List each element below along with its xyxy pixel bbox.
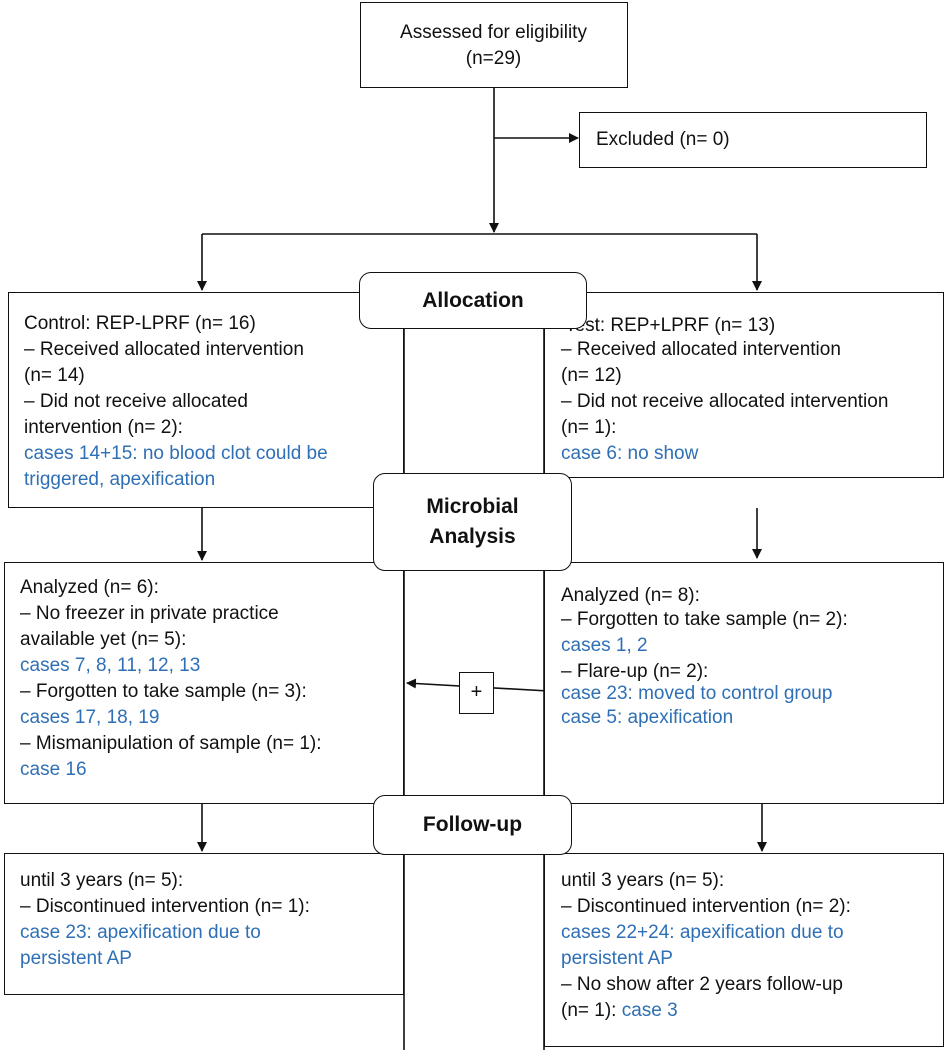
transfer-plus-symbol: + xyxy=(470,681,483,703)
control-allocation-line5: intervention (n= 2): xyxy=(24,417,183,438)
control-analysis-line3: available yet (n= 5): xyxy=(20,629,187,650)
assessed-line1: Assessed for eligibility xyxy=(400,22,587,43)
control-followup-box: until 3 years (n= 5): – Discontinued int… xyxy=(4,853,404,995)
test-allocation-line3: (n= 12) xyxy=(561,365,622,386)
control-analysis-line2: – No freezer in private practice xyxy=(20,603,279,624)
test-followup-line6: (n= 1): case 3 xyxy=(561,998,678,1024)
test-analysis-line4: – Flare-up (n= 2): xyxy=(561,661,709,682)
assessed-box: Assessed for eligibility (n=29) xyxy=(360,2,628,88)
control-followup-line1: until 3 years (n= 5): xyxy=(20,870,184,891)
microbial-analysis-stage-label: Microbial Analysis xyxy=(373,473,572,571)
allocation-stage-text: Allocation xyxy=(422,288,524,312)
control-allocation-box: Control: REP-LPRF (n= 16) – Received all… xyxy=(8,292,404,508)
test-followup-line2: – Discontinued intervention (n= 2): xyxy=(561,896,851,917)
control-analysis-line7: – Mismanipulation of sample (n= 1): xyxy=(20,733,322,754)
excluded-text: Excluded (n= 0) xyxy=(596,129,730,150)
assessed-line2: (n=29) xyxy=(465,48,522,69)
control-analysis-line8: case 16 xyxy=(20,759,87,780)
test-allocation-line6: case 6: no show xyxy=(561,443,699,464)
test-analysis-line2: – Forgotten to take sample (n= 2): xyxy=(561,609,848,630)
control-analysis-line1: Analyzed (n= 6): xyxy=(20,577,159,598)
transfer-plus-box: + xyxy=(459,672,494,714)
test-followup-line1: until 3 years (n= 5): xyxy=(561,870,725,891)
microbial-stage-line2: Analysis xyxy=(429,525,516,548)
control-followup-line2: – Discontinued intervention (n= 1): xyxy=(20,896,310,917)
control-allocation-line1: Control: REP-LPRF (n= 16) xyxy=(24,313,256,334)
test-followup-line4: persistent AP xyxy=(561,948,673,969)
control-allocation-line4: – Did not receive allocated xyxy=(24,391,248,412)
test-followup-line3: cases 22+24: apexification due to xyxy=(561,922,844,943)
control-analysis-line6: cases 17, 18, 19 xyxy=(20,707,160,728)
control-followup-line3: case 23: apexification due to xyxy=(20,922,261,943)
control-analysis-line5: – Forgotten to take sample (n= 3): xyxy=(20,681,307,702)
test-analysis-box: Analyzed (n= 8): – Forgotten to take sam… xyxy=(544,562,944,804)
test-followup-box: until 3 years (n= 5): – Discontinued int… xyxy=(544,853,944,1047)
excluded-box: Excluded (n= 0) xyxy=(579,112,927,168)
test-allocation-line5: (n= 1): xyxy=(561,417,617,438)
test-analysis-line1: Analyzed (n= 8): xyxy=(561,585,700,606)
test-followup-line5: – No show after 2 years follow-up xyxy=(561,974,843,995)
control-analysis-box: Analyzed (n= 6): – No freezer in private… xyxy=(4,562,404,804)
test-allocation-line2: – Received allocated intervention xyxy=(561,339,841,360)
followup-stage-text: Follow-up xyxy=(422,813,523,836)
followup-stage-label: Follow-up xyxy=(373,795,572,855)
control-allocation-line2: – Received allocated intervention xyxy=(24,339,304,360)
control-followup-line4: persistent AP xyxy=(20,948,132,969)
control-allocation-line6: cases 14+15: no blood clot could be xyxy=(24,443,328,464)
test-followup-line6-case: case 3 xyxy=(621,1000,678,1021)
control-allocation-line7: triggered, apexification xyxy=(24,469,216,490)
allocation-stage-label: Allocation xyxy=(359,272,587,329)
control-allocation-line3: (n= 14) xyxy=(24,365,85,386)
test-allocation-line1: Test: REP+LPRF (n= 13) xyxy=(565,315,776,336)
test-allocation-box: Test: REP+LPRF (n= 13) – Received alloca… xyxy=(544,292,944,478)
test-analysis-line5: case 23: moved to control group xyxy=(561,683,833,704)
test-followup-line6-count: (n= 1): xyxy=(561,1000,622,1021)
microbial-stage-line1: Microbial xyxy=(426,495,519,518)
test-analysis-line6: case 5: apexification xyxy=(561,707,734,728)
test-allocation-line4: – Did not receive allocated intervention xyxy=(561,391,889,412)
control-analysis-line4: cases 7, 8, 11, 12, 13 xyxy=(20,655,201,676)
test-analysis-line3: cases 1, 2 xyxy=(561,635,648,656)
